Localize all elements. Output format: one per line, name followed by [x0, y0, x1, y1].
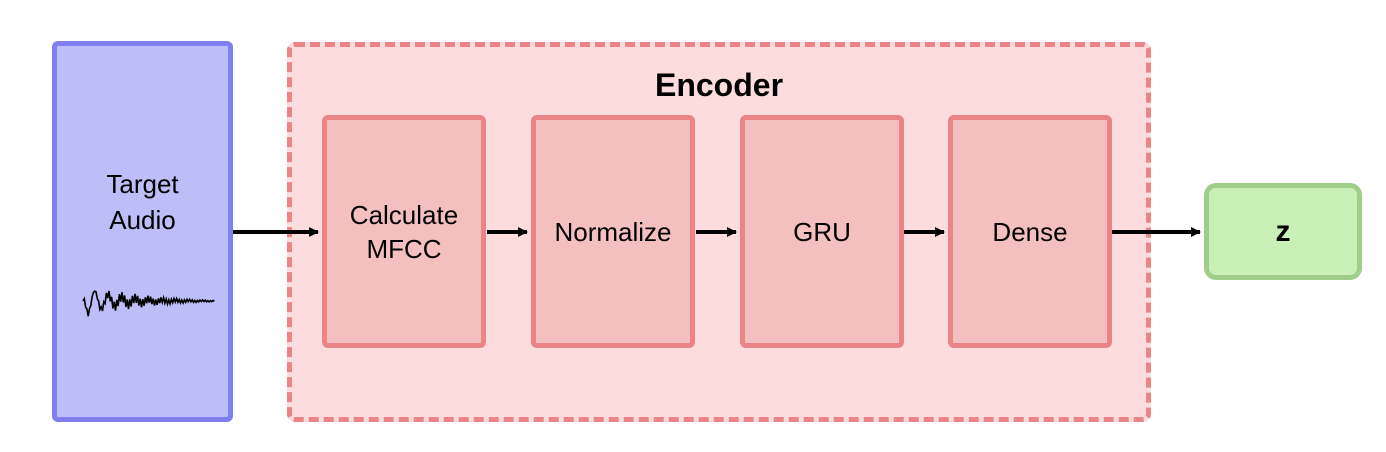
target-audio-label: Target Audio [57, 166, 228, 238]
step-label: Dense [992, 216, 1068, 247]
output-z-node: z [1204, 183, 1362, 280]
step-label: Normalize [554, 216, 672, 247]
step-normalize: Normalize [531, 115, 695, 348]
target-audio-label-line1: Target [106, 169, 179, 199]
step-label-line2: MFCC [366, 233, 442, 264]
target-audio-label-line2: Audio [109, 205, 176, 235]
encoder-title: Encoder [654, 67, 784, 103]
output-z-label: z [1275, 214, 1291, 248]
step-label: GRU [793, 216, 851, 247]
step-gru: GRU [740, 115, 904, 348]
step-dense: Dense [948, 115, 1112, 348]
step-label-line1: Calculate [349, 199, 459, 230]
waveform-icon [82, 290, 215, 317]
target-audio-node: Target Audio [52, 41, 233, 422]
step-calculate-mfcc: Calculate MFCC [322, 115, 486, 348]
